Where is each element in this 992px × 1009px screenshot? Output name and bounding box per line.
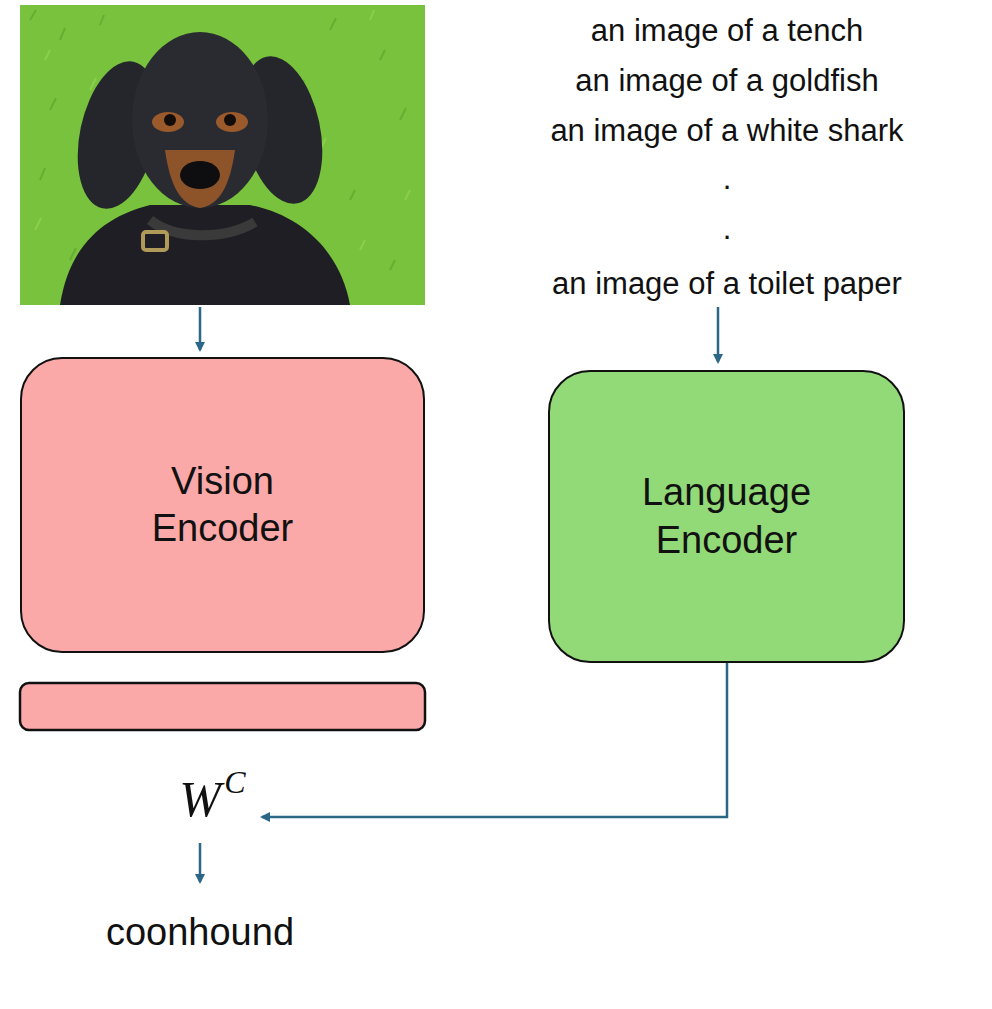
weight-superscript: C (224, 765, 245, 800)
node-label: Language Encoder (617, 469, 837, 564)
weight-symbol: W (179, 772, 221, 827)
prompt-text: an image of a toilet paper (552, 267, 902, 301)
prompt-text: an image of a goldfish (575, 64, 878, 98)
prompt-text: an image of a white shark (550, 114, 903, 148)
node-label: Vision Encoder (118, 458, 328, 553)
ellipsis-dot: . (723, 212, 732, 246)
feature-bar (20, 683, 425, 730)
dog-photo (20, 5, 425, 305)
prompt-text: an image of a tench (591, 14, 863, 48)
predicted-class: coonhound (106, 912, 294, 954)
ellipsis-dot: . (723, 162, 732, 196)
language-encoder-box: Language Encoder (548, 370, 905, 663)
vision-encoder-box: Vision Encoder (20, 357, 425, 653)
